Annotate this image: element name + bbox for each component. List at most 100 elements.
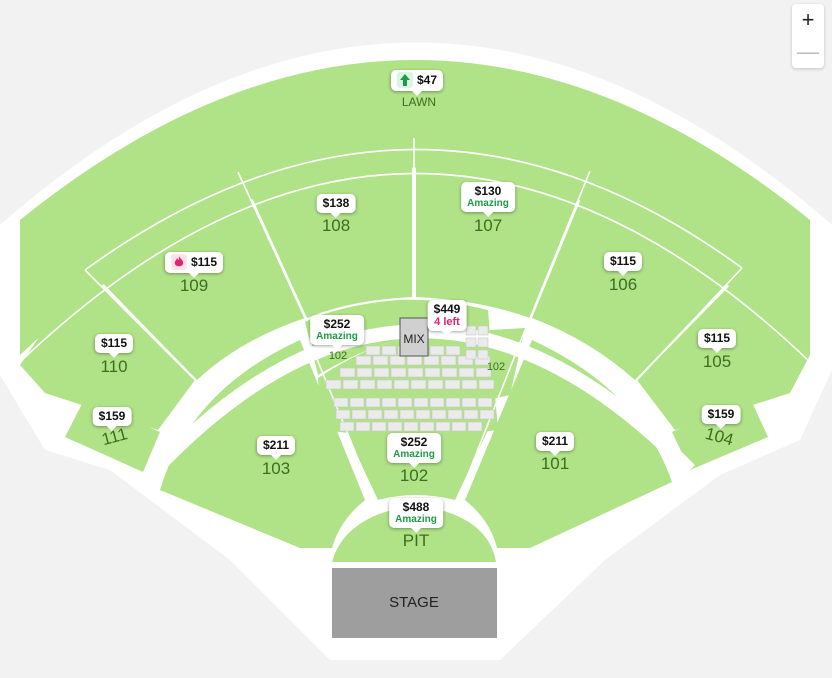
seat-block: [477, 337, 489, 348]
seat-block: [339, 421, 355, 432]
section-label-106: 106: [609, 275, 637, 294]
section-label-102-left: 102: [329, 350, 347, 362]
scarcity-tag: 4 left: [434, 316, 460, 328]
price-pin-lawn[interactable]: $47: [390, 70, 444, 96]
seat-block: [478, 379, 495, 390]
seat-block: [477, 325, 489, 336]
price-text: $138: [322, 196, 350, 210]
price-text: $115: [100, 336, 128, 350]
seat-block: [381, 345, 397, 356]
section-107[interactable]: [416, 138, 590, 318]
seat-block: [415, 409, 431, 420]
seat-block: [413, 397, 429, 408]
seat-block: [447, 409, 463, 420]
price-pin-105[interactable]: $115: [697, 329, 737, 353]
seat-block: [477, 397, 493, 408]
seat-block: [372, 355, 389, 366]
section-105[interactable]: [637, 270, 810, 430]
price-pin-107[interactable]: $130 Amazing: [461, 182, 515, 217]
price-text: $130: [474, 184, 502, 198]
seat-block: [441, 367, 458, 378]
section-label-102: 102: [400, 466, 428, 485]
seat-block: [451, 421, 467, 432]
section-label-101: 101: [541, 454, 569, 473]
seat-block: [399, 409, 415, 420]
seat-block: [458, 367, 475, 378]
price-pin-108[interactable]: $138: [316, 194, 356, 218]
seat-block: [419, 421, 435, 432]
seat-block: [367, 409, 383, 420]
seat-block: [393, 379, 410, 390]
section-lawn[interactable]: [20, 60, 810, 355]
seat-block: [461, 379, 478, 390]
section-label-107: 107: [474, 216, 502, 235]
seat-block: [356, 367, 373, 378]
seat-block: [457, 355, 474, 366]
deal-icon: [396, 72, 413, 88]
seat-block: [349, 397, 365, 408]
zoom-controls: + —: [792, 4, 824, 68]
price-text: $252: [400, 435, 428, 449]
section-label-103: 103: [262, 459, 290, 478]
price-pin-110[interactable]: $115: [94, 334, 134, 358]
seat-block: [429, 345, 445, 356]
section-106[interactable]: [532, 172, 742, 380]
seat-block: [397, 397, 413, 408]
price-pin-102[interactable]: $252 Amazing: [387, 433, 441, 468]
seat-block: [445, 345, 461, 356]
section-label-105: 105: [703, 352, 731, 371]
seat-block: [475, 367, 492, 378]
price-text: $115: [609, 254, 637, 268]
price-pin-center[interactable]: $449 4 left: [427, 300, 467, 336]
zoom-in-button[interactable]: +: [801, 7, 815, 32]
seat-block: [342, 379, 359, 390]
price-text: $159: [98, 409, 126, 423]
seat-block: [387, 421, 403, 432]
price-text: $115: [190, 255, 218, 269]
stage-label: STAGE: [389, 594, 439, 611]
seat-block: [440, 355, 457, 366]
seat-block: [407, 367, 424, 378]
price-pin-101[interactable]: $211: [535, 432, 575, 456]
seat-block: [431, 409, 447, 420]
seat-block: [389, 355, 406, 366]
seat-block: [424, 367, 441, 378]
price-pin-104[interactable]: $159: [701, 405, 741, 429]
seat-block: [351, 409, 367, 420]
zoom-out-button[interactable]: —: [797, 39, 819, 64]
seat-block: [465, 337, 477, 348]
price-text: $252: [323, 317, 351, 331]
section-111[interactable]: [65, 398, 160, 472]
deal-tag: Amazing: [467, 198, 509, 209]
seat-block: [427, 379, 444, 390]
price-pin-102-left[interactable]: $252 Amazing: [310, 315, 364, 350]
lawn-label: LAWN: [402, 95, 436, 109]
stage: [332, 568, 497, 638]
seat-block: [359, 379, 376, 390]
seat-block: [406, 355, 423, 366]
seat-block: [383, 409, 399, 420]
section-label-108: 108: [322, 216, 350, 235]
seat-block: [381, 397, 397, 408]
section-108[interactable]: [240, 138, 412, 318]
price-pin-111[interactable]: $159: [92, 407, 132, 431]
seat-block: [444, 379, 461, 390]
price-pin-106[interactable]: $115: [603, 252, 643, 276]
seat-block: [463, 409, 479, 420]
section-104[interactable]: [672, 398, 768, 470]
seat-block: [365, 397, 381, 408]
price-text: $211: [262, 438, 290, 452]
seat-block: [465, 325, 477, 336]
price-text: $47: [416, 73, 438, 87]
seat-block: [355, 355, 372, 366]
price-pin-109[interactable]: $115: [164, 252, 224, 278]
seat-block: [467, 421, 483, 432]
seat-block: [333, 397, 349, 408]
seat-block: [429, 397, 445, 408]
price-pin-103[interactable]: $211: [256, 436, 296, 460]
price-pin-pit[interactable]: $488 Amazing: [389, 498, 443, 533]
section-pit[interactable]: [332, 505, 496, 562]
section-label-pit: PIT: [403, 531, 429, 550]
price-text: $211: [541, 434, 569, 448]
seat-block: [435, 421, 451, 432]
